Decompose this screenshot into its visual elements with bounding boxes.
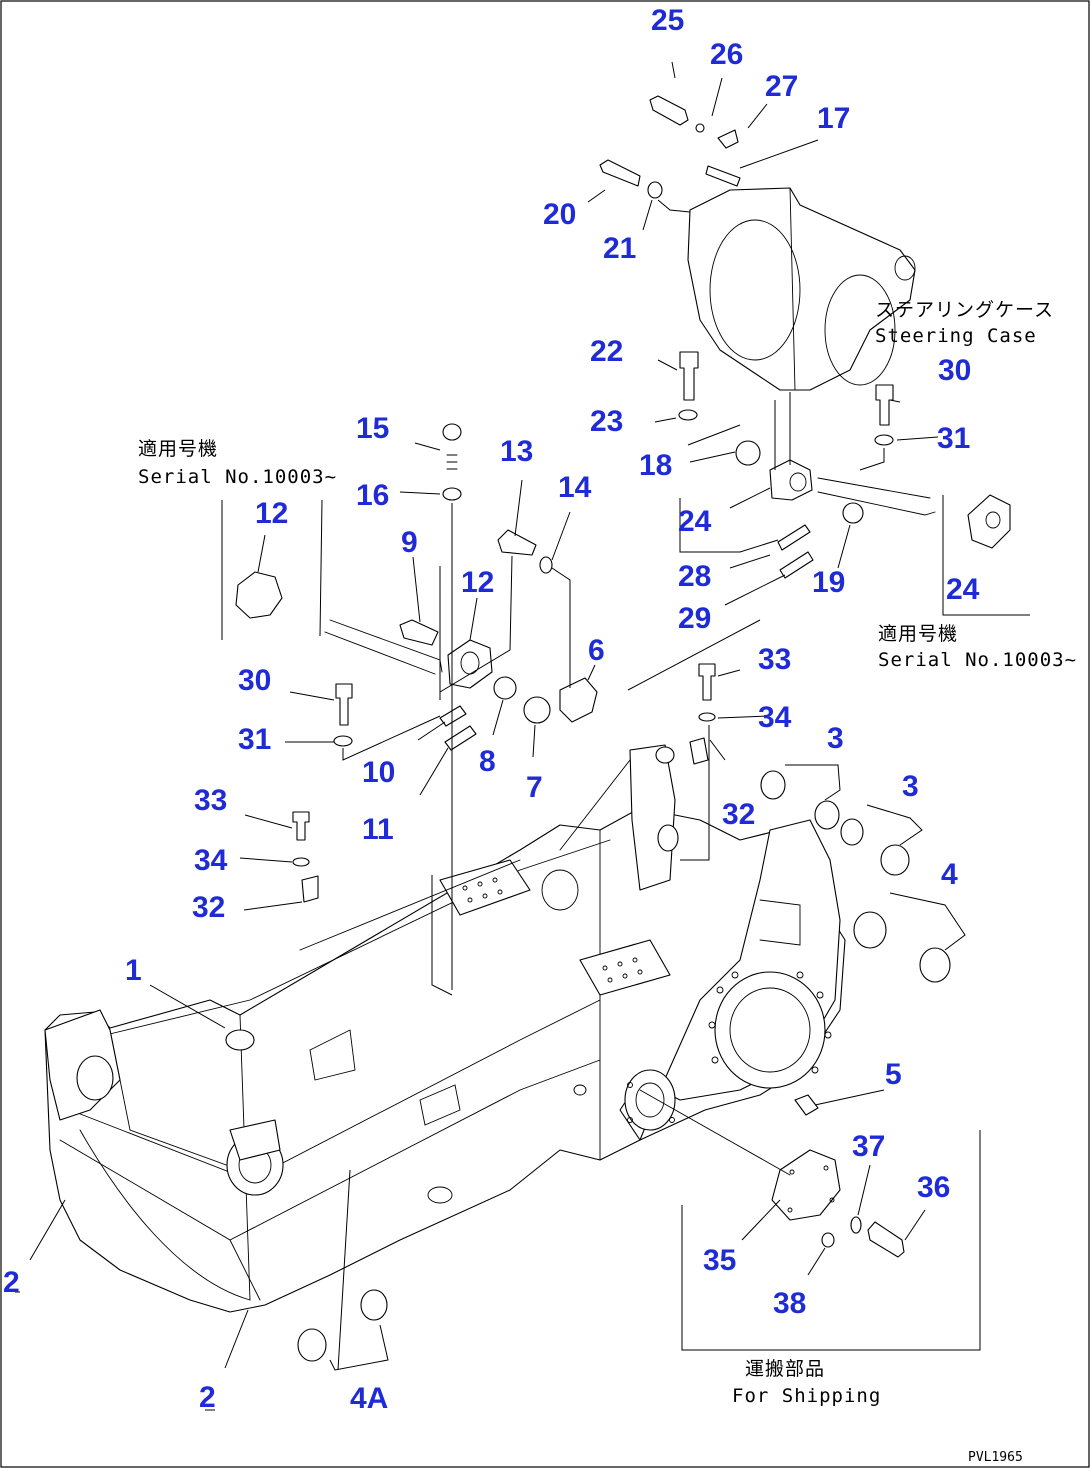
callout-28: 28 [678, 560, 711, 593]
callout-6: 6 [588, 634, 605, 667]
callout-35: 35 [703, 1244, 736, 1277]
callout-18: 18 [639, 449, 672, 482]
callout-29: 29 [678, 602, 711, 635]
callout-9: 9 [401, 526, 418, 559]
callout-8: 8 [479, 745, 496, 778]
callout-24-right: 24 [946, 573, 980, 606]
callout-32-upper: 32 [722, 798, 755, 831]
callout-4A: 4A [350, 1382, 388, 1415]
callout-3-lower: 3 [902, 770, 919, 803]
callout-5: 5 [885, 1058, 902, 1091]
callout-24-center: 24 [678, 505, 712, 538]
drawing-reference: PVL1965 [968, 1450, 1023, 1465]
serial-right-label-jp: 適用号機 [878, 623, 958, 645]
callout-31-right: 31 [937, 422, 970, 455]
serial-left-label-en: Serial No.10003~ [138, 466, 337, 488]
callout-10: 10 [362, 756, 395, 789]
shipping-label-en: For Shipping [732, 1385, 881, 1407]
serial-left-label-jp: 適用号機 [138, 438, 218, 460]
callout-4: 4 [941, 858, 958, 891]
callout-12-left: 12 [255, 497, 288, 530]
callout-22: 22 [590, 335, 623, 368]
callout-19: 19 [812, 566, 845, 599]
callout-30-right: 30 [938, 354, 971, 387]
callout-13: 13 [500, 435, 533, 468]
callout-38: 38 [773, 1287, 806, 1320]
main-frame-case [44, 744, 846, 1313]
callout-33-upper: 33 [758, 643, 791, 676]
steering-case-label-en: Steering Case [875, 325, 1037, 347]
callout-37: 37 [852, 1130, 885, 1163]
callout-33-lower: 33 [194, 784, 227, 817]
callout-7: 7 [526, 771, 543, 804]
callout-1: 1 [125, 954, 142, 987]
callout-30-left: 30 [238, 664, 271, 697]
callout-2-left: 2 [3, 1266, 20, 1299]
callout-20: 20 [543, 198, 576, 231]
callout-3-upper: 3 [827, 722, 844, 755]
small-parts [235, 95, 1011, 1362]
callout-34-upper: 34 [758, 701, 792, 734]
steering-case-label-jp: ステアリングケース [875, 299, 1054, 321]
callout-25: 25 [651, 4, 684, 37]
callout-14: 14 [558, 471, 592, 504]
callout-11: 11 [362, 813, 394, 846]
callout-2-bottom: 2 [199, 1381, 216, 1414]
callout-15: 15 [356, 412, 389, 445]
steering-case-outline [687, 187, 916, 391]
callout-12-center: 12 [461, 566, 494, 599]
callout-numbers: 25 26 27 17 20 21 22 30 23 31 18 24 28 1… [3, 4, 980, 1415]
callout-16: 16 [356, 479, 389, 512]
serial-right-label-en: Serial No.10003~ [878, 649, 1077, 671]
callout-27: 27 [765, 70, 798, 103]
callout-31-left: 31 [238, 723, 271, 756]
text-notes: ステアリングケース Steering Case 適用号機 Serial No.1… [138, 299, 1077, 1465]
callout-21: 21 [603, 232, 636, 265]
callout-23: 23 [590, 405, 623, 438]
callout-34-lower: 34 [194, 844, 228, 877]
callout-32-lower: 32 [192, 891, 225, 924]
callout-17: 17 [817, 102, 850, 135]
callout-26: 26 [710, 38, 743, 71]
callout-36: 36 [917, 1171, 950, 1204]
shipping-label-jp: 運搬部品 [745, 1358, 825, 1380]
leader-lines [15, 61, 1030, 1411]
